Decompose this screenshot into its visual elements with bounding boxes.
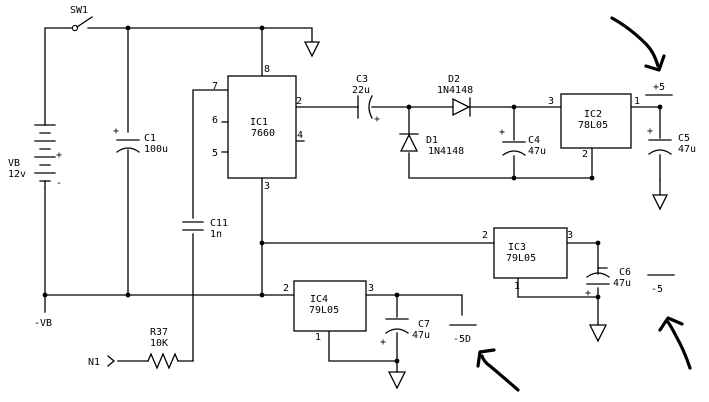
capacitor-c5: + C5 47u: [647, 126, 696, 155]
c6-value-label: 47u: [613, 278, 631, 289]
ic3-pin-1: 1: [514, 281, 520, 292]
battery-ref-label: VB: [8, 158, 20, 169]
ic4-pin-2: 2: [283, 283, 289, 294]
ic1-pin-3: 3: [264, 181, 270, 192]
switch-sw1: SW1: [70, 5, 93, 32]
ic1-part-label: 7660: [251, 128, 275, 139]
sw1-label: SW1: [70, 5, 88, 16]
ground-icon-ic2: [651, 179, 669, 211]
c4-plus-sign: +: [499, 127, 505, 138]
d2-ref-label: D2: [448, 74, 460, 85]
c6-plus-sign: +: [585, 288, 591, 299]
ic1-pin-6: 6: [212, 115, 218, 126]
ic4-part-label: 79L05: [309, 305, 339, 316]
ic2-pin-1: 1: [634, 96, 640, 107]
output-minus5-label: -5: [651, 284, 663, 295]
battery-plus-sign: +: [56, 150, 62, 161]
c1-plus-sign: +: [113, 126, 119, 137]
capacitor-c1: + C1 100u: [113, 126, 168, 155]
ic1-pin-4: 4: [297, 130, 303, 141]
ic3-pin-3: 3: [567, 230, 573, 241]
ground-symbols: [303, 41, 669, 390]
input-n1: N1: [88, 355, 116, 368]
output-minus5d-label: -5D: [453, 334, 471, 345]
c11-value-label: 1n: [210, 229, 222, 240]
ground-vb-label: -VB: [34, 318, 52, 329]
c11-ref-label: C11: [210, 218, 228, 229]
ground-icon-ic4: [387, 371, 407, 390]
ic3-ref-label: IC3: [508, 242, 526, 253]
battery-vb: + - VB 12v: [8, 124, 62, 189]
capacitor-c4: + C4 47u: [499, 127, 546, 157]
c3-ref-label: C3: [356, 74, 368, 85]
handdrawn-arrows: [476, 16, 692, 392]
c1-value-label: 100u: [144, 144, 168, 155]
ic2-78l05: IC2 78L05 3 1 2: [548, 93, 640, 160]
ic1-pin-8: 8: [264, 64, 270, 75]
diode-d2: D2 1N4148: [437, 74, 473, 117]
ground-icon-ic3: [588, 324, 608, 343]
ground-icon-top: [303, 41, 321, 58]
ic3-part-label: 79L05: [506, 253, 536, 264]
c7-ref-label: C7: [418, 319, 430, 330]
output-plus5-label: +5: [653, 82, 665, 93]
c6-ref-label: C6: [619, 267, 631, 278]
ic3-pin-2: 2: [482, 230, 488, 241]
n1-label: N1: [88, 357, 100, 368]
ic2-ref-label: IC2: [584, 109, 602, 120]
d1-ref-label: D1: [426, 135, 438, 146]
d1-value-label: 1N4148: [428, 146, 464, 157]
d2-value-label: 1N4148: [437, 85, 473, 96]
ic3-79l05: IC3 79L05 2 3 1: [482, 227, 573, 292]
arrow-icon-plus5: [610, 16, 666, 72]
ic4-pin-3: 3: [368, 283, 374, 294]
r37-ref-label: R37: [150, 327, 168, 338]
r37-value-label: 10K: [150, 338, 168, 349]
c5-plus-sign: +: [647, 126, 653, 137]
ic4-ref-label: IC4: [310, 294, 328, 305]
capacitor-c7: + C7 47u: [380, 318, 430, 348]
battery-minus-sign: -: [56, 178, 62, 189]
ic1-ref-label: IC1: [250, 117, 268, 128]
diode-d1: D1 1N4148: [399, 133, 464, 157]
ic2-pin-2: 2: [582, 149, 588, 160]
c4-ref-label: C4: [528, 135, 540, 146]
c7-plus-sign: +: [380, 337, 386, 348]
ic1-7660: IC1 7660 8 7 6 5 2 4 3: [212, 64, 305, 192]
c1-ref-label: C1: [144, 133, 156, 144]
junction-dots: [42, 25, 663, 364]
capacitor-c3: + C3 22u: [352, 74, 380, 125]
c5-ref-label: C5: [678, 133, 690, 144]
c5-value-label: 47u: [678, 144, 696, 155]
ic1-pin-2: 2: [296, 96, 302, 107]
c4-value-label: 47u: [528, 146, 546, 157]
c3-value-label: 22u: [352, 85, 370, 96]
capacitor-c6: + C6 47u: [585, 267, 631, 299]
arrow-icon-minus5: [658, 316, 692, 370]
arrow-icon-minus5d: [476, 348, 520, 392]
c3-plus-sign: +: [374, 114, 380, 125]
ic2-pin-3: 3: [548, 96, 554, 107]
c7-value-label: 47u: [412, 330, 430, 341]
ic4-pin-1: 1: [315, 332, 321, 343]
resistor-r37: R37 10K: [147, 327, 179, 370]
battery-value-label: 12v: [8, 169, 26, 180]
capacitor-c11: C11 1n: [182, 218, 228, 240]
ic1-pin-7: 7: [212, 81, 218, 92]
ic1-pin-5: 5: [212, 148, 218, 159]
ic2-part-label: 78L05: [578, 120, 608, 131]
ic4-79l05: IC4 79L05 2 3 1: [283, 280, 374, 343]
